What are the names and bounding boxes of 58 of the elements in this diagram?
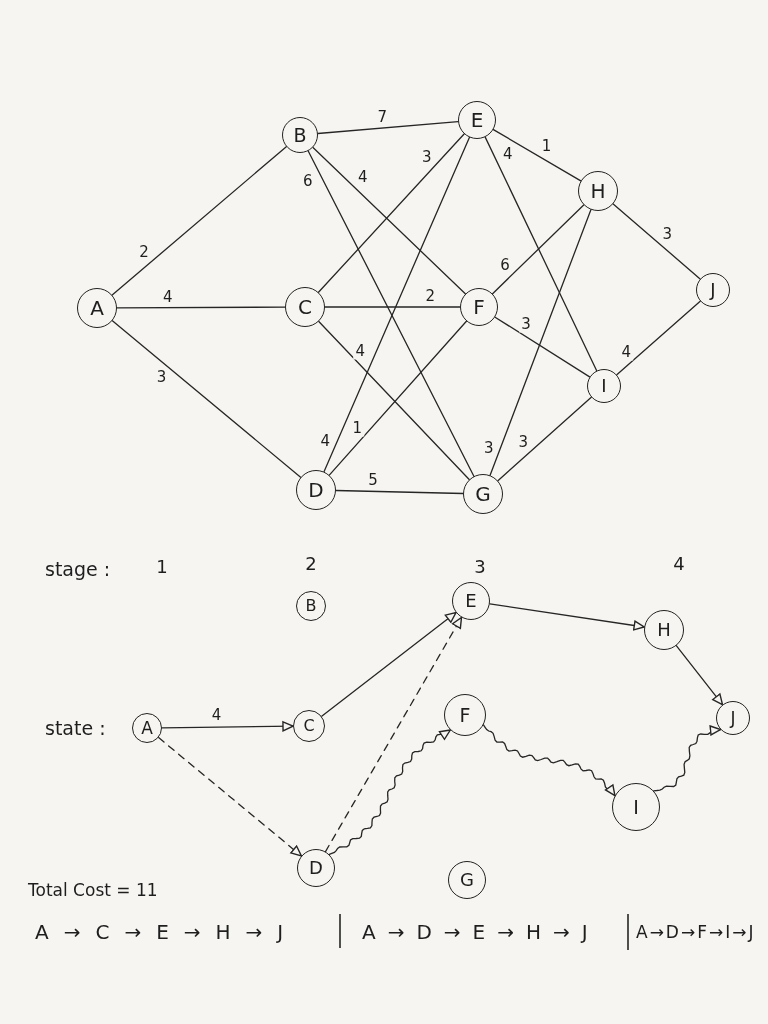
stage-number: 1	[156, 558, 168, 576]
connector-line	[324, 306, 461, 308]
node-circle: D	[296, 470, 336, 510]
node-circle: H	[578, 171, 618, 211]
wavy-arrow	[482, 724, 616, 797]
node-circle: A	[77, 288, 117, 328]
wavy-arrow	[653, 725, 722, 792]
node-circle: I	[612, 783, 660, 831]
path-sequence: A→D→E→H→J	[362, 922, 600, 942]
stage-heading: stage :	[45, 559, 111, 579]
connector-line	[497, 396, 592, 482]
node-circle: F	[444, 694, 486, 736]
connector-line	[111, 146, 287, 296]
connector-line	[307, 150, 475, 477]
node-circle: D	[297, 849, 335, 887]
node-circle: F	[460, 288, 498, 326]
node-circle: J	[696, 273, 730, 307]
stage-number: 4	[673, 555, 685, 573]
node-circle: E	[458, 101, 496, 139]
node-circle: J	[716, 701, 750, 735]
node-circle: G	[448, 861, 486, 899]
node-circle: C	[285, 287, 325, 327]
arrow	[489, 603, 645, 631]
arrow	[161, 721, 294, 732]
path-sequence: A→D→F→I→J	[636, 923, 756, 941]
connector-line	[492, 128, 582, 182]
connector-line	[484, 136, 598, 372]
arrow	[321, 611, 457, 717]
node-circle: E	[452, 582, 490, 620]
edge-label: 4	[353, 342, 368, 360]
connector-line	[491, 204, 585, 295]
node-circle: G	[463, 474, 503, 514]
edge-label: 3	[519, 315, 533, 333]
node-circle: C	[293, 710, 325, 742]
connector-line	[612, 203, 701, 280]
connector-line	[489, 209, 592, 476]
connector-line	[323, 136, 471, 473]
stage-number: 2	[305, 555, 317, 573]
connector-line	[494, 316, 591, 378]
arrow	[675, 645, 724, 706]
node-circle: I	[587, 369, 621, 403]
node-circle: B	[282, 117, 318, 153]
connector-line	[317, 120, 459, 135]
state-heading: state :	[45, 718, 106, 738]
wavy-arrow	[328, 729, 451, 856]
node-circle: A	[132, 713, 162, 743]
connector-line	[616, 300, 701, 376]
node-circle: B	[296, 591, 326, 621]
edge-label: 4	[619, 343, 633, 361]
connector-line	[111, 320, 302, 478]
connector-line	[116, 306, 286, 309]
total-cost-text: Total Cost = 11	[28, 881, 158, 899]
dashed-arrow	[324, 616, 463, 853]
node-circle: H	[644, 610, 684, 650]
connector-line	[335, 489, 464, 495]
dashed-arrow	[157, 736, 303, 857]
stage-number: 3	[474, 558, 486, 576]
path-sequence: A→C→E→H→J	[35, 922, 299, 942]
